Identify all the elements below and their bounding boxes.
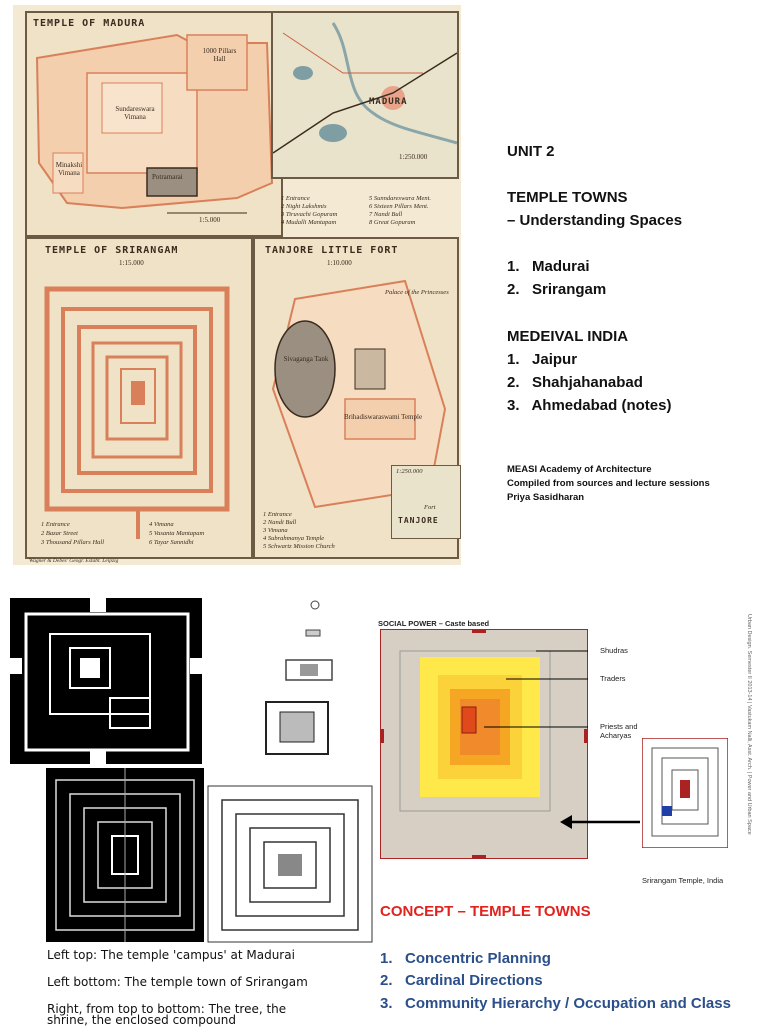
legend-entry: 5 Schwartz Mission Church xyxy=(263,543,335,550)
legend-entry: 5 Vasanta Mantapam xyxy=(149,530,205,537)
caption-line: Left top: The temple 'campus' at Madurai xyxy=(47,948,295,962)
srirangam-caption: Srirangam Temple, India xyxy=(642,876,724,885)
legend-entry: 2 Nandi Bull xyxy=(263,519,297,526)
inset-fort: Fort xyxy=(424,504,436,511)
tanjore-map-title: TANJORE LITTLE FORT xyxy=(265,245,399,256)
tanjore-legend: 1 Entrance 2 Nandi Bull 3 Vimana 4 Subra… xyxy=(263,511,393,557)
inset-scale: 1:250.000 xyxy=(396,468,423,475)
legend-entry: 3 Tiruvachi Gopuram xyxy=(281,211,338,218)
section2-item: 3. Ahmedabad (notes) xyxy=(507,397,672,414)
legend-entry: 1 Entrance xyxy=(263,511,292,518)
vertical-credit: Urban Design. Semester II 2013-14 | Vast… xyxy=(746,614,752,835)
legend-entry: 7 Nandi Bull xyxy=(369,211,403,218)
legend-entry: 3 Vimana xyxy=(263,527,288,534)
legend-entry: 6 Tayar Sannidhi xyxy=(149,539,194,546)
label-priests: Priests and Acharyas xyxy=(600,722,638,740)
city-label: MADURA xyxy=(369,97,408,107)
srirangam-map-title: TEMPLE OF SRIRANGAM xyxy=(45,245,179,256)
legend-entry: 1 Entrance xyxy=(41,521,70,528)
credit-line: Compiled from sources and lecture sessio… xyxy=(507,478,710,489)
caption-line: Left bottom: The temple town of Sriranga… xyxy=(47,975,308,989)
legend-entry: 3 Thousand Pillars Hall xyxy=(41,539,105,546)
tanjore-inset-map: 1:250.000 Fort TANJORE xyxy=(391,465,461,539)
concept-item: 3. Community Hierarchy / Occupation and … xyxy=(380,995,731,1012)
madura-region-map: MADURA 1:250.000 xyxy=(271,11,459,179)
concept-title: CONCEPT – TEMPLE TOWNS xyxy=(380,903,591,920)
section1-title: TEMPLE TOWNS xyxy=(507,189,628,206)
concept-item: 2. Cardinal Directions xyxy=(380,972,543,989)
publisher-note: Wagner & Debes' Geogr. Estabt. Leipzig xyxy=(29,558,119,564)
caption-line: Right, from top to bottom: The tree, the xyxy=(47,1002,287,1016)
madura-scale: 1:5.000 xyxy=(199,216,221,224)
map-plate: TEMPLE OF MADURA 1000 Pillars Hall Sunda… xyxy=(13,5,461,565)
evolution-sketches xyxy=(207,600,373,943)
credit-line: MEASI Academy of Architecture xyxy=(507,464,652,475)
section1-item: 1. Madurai xyxy=(507,258,590,275)
legend-entry: 4 Vimana xyxy=(149,521,174,528)
legend-entry: 8 Great Gopuram xyxy=(369,219,416,226)
section2-item: 1. Jaipur xyxy=(507,351,578,368)
legend-entry: 6 Sixteen Pillars Ment. xyxy=(369,203,429,210)
madura-legend: 1 Entrance 2 Night Lakshmis 3 Tiruvachi … xyxy=(281,195,461,235)
minakshi-label: Minakshi Vimana xyxy=(55,161,83,177)
legend-entry: 4 Subrahmanya Temple xyxy=(263,535,325,542)
legend-entry: 2 Night Lakshmis xyxy=(281,203,327,210)
section2-item: 2. Shahjahanabad xyxy=(507,374,643,391)
tanjore-plan-drawing xyxy=(271,279,447,509)
tanjore-scale: 1:10.000 xyxy=(327,259,352,267)
credit-line: Priya Sasidharan xyxy=(507,492,585,503)
legend-entry: 2 Bazar Street xyxy=(41,530,78,537)
sundareswara-label: Sundareswara Vimana xyxy=(115,105,155,121)
palace-label: Palace of the Princesses xyxy=(385,289,449,296)
section1-item: 2. Srirangam xyxy=(507,281,607,298)
section2-title: MEDEIVAL INDIA xyxy=(507,328,629,345)
legend-entry: 1 Entrance xyxy=(281,195,310,202)
potramarai-label: Potramarai xyxy=(152,173,183,181)
thousand-pillars-label: 1000 Pillars Hall xyxy=(202,47,237,63)
section1-subtitle: – Understanding Spaces xyxy=(507,212,683,229)
caption-line: shrine, the enclosed compound xyxy=(47,1013,236,1027)
tanjore-map: TANJORE LITTLE FORT 1:10.000 Palace of t… xyxy=(253,237,461,559)
unit-title: UNIT 2 xyxy=(507,143,555,160)
label-traders: Traders xyxy=(600,674,626,683)
legend-entry: 5 Sunndareswara Ment. xyxy=(369,195,432,202)
social-power-diagram xyxy=(380,629,588,859)
srirangam-map: TEMPLE OF SRIRANGAM 1:15.000 1 Entrance … xyxy=(25,237,253,559)
tank-label: Sivaganga Tank xyxy=(283,355,329,363)
legend-entry: 4 Mudalli Mantapam xyxy=(281,219,337,226)
arrow-icon xyxy=(560,815,640,829)
madurai-figure-ground xyxy=(10,598,202,764)
region-map-drawing xyxy=(273,22,457,154)
madura-map-title: TEMPLE OF MADURA xyxy=(33,18,146,29)
srirangam-scale: 1:15.000 xyxy=(119,259,144,267)
madura-temple-map: TEMPLE OF MADURA 1000 Pillars Hall Sunda… xyxy=(25,11,283,237)
concept-item: 1. Concentric Planning xyxy=(380,950,551,967)
label-shudras: Shudras xyxy=(600,646,628,655)
srirangam-plan-drawing xyxy=(44,286,230,539)
srirangam-small-plan xyxy=(642,738,728,848)
srirangam-figure-ground xyxy=(46,768,204,942)
madura-plan-drawing xyxy=(35,33,274,214)
temple-label: Brihadiswaraswami Temple xyxy=(343,413,423,421)
city-scale: 1:250.000 xyxy=(399,153,428,161)
inset-place: TANJORE xyxy=(398,516,439,525)
social-power-title: SOCIAL POWER – Caste based xyxy=(378,619,490,628)
srirangam-legend: 1 Entrance 2 Bazar Street 3 Thousand Pil… xyxy=(41,521,241,557)
